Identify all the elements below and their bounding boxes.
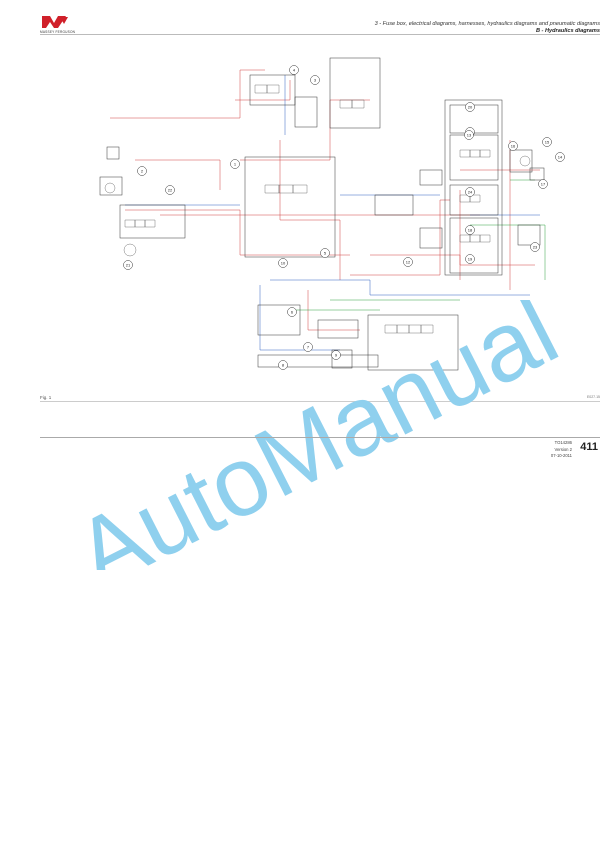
valve-22-box (119, 204, 186, 239)
hydraulic-diagram: 123456789101112131415161718192021222324 (99, 57, 565, 371)
callout-label-17: 17 (541, 182, 546, 187)
callout-label-7: 7 (307, 345, 310, 350)
callout-circle-20 (465, 102, 475, 112)
rear-valve-stack (444, 99, 503, 276)
callout-label-10: 10 (281, 261, 286, 266)
callout-label-3: 3 (314, 78, 317, 83)
callout-label-21: 21 (126, 263, 131, 268)
filter-box (106, 146, 120, 160)
callout-label-6: 6 (291, 310, 294, 315)
valve-block-small (294, 96, 318, 128)
callout-label-19: 19 (468, 257, 473, 262)
valve-lower-right (367, 314, 459, 371)
callout-label-9: 9 (335, 353, 338, 358)
figure-divider (40, 401, 600, 402)
page-number: 411 (580, 441, 598, 453)
header-divider (40, 34, 600, 35)
return-lines (125, 75, 540, 351)
main-valve-block (244, 156, 336, 258)
document-version: Version 2 (554, 447, 572, 452)
tank-8-box (257, 354, 379, 368)
callout-label-20: 20 (468, 105, 473, 110)
figure-label: Fig. 1 (40, 395, 52, 400)
callout-circle-10 (278, 258, 288, 268)
callout-label-1: 1 (234, 162, 237, 167)
callout-label-24: 24 (468, 190, 473, 195)
pilot-lines (290, 179, 546, 311)
document-code: TO14286 (554, 440, 572, 445)
brand-text: MASSEY FERGUSON (40, 30, 76, 34)
callout-label-2: 2 (141, 169, 144, 174)
section-title: 3 - Fuse box, electrical diagrams, harne… (374, 21, 600, 27)
callout-label-16: 16 (511, 144, 516, 149)
footer-divider (40, 437, 600, 438)
callout-label-15: 15 (545, 140, 550, 145)
figure-code: E027.15 (586, 395, 600, 399)
callout-circle-15 (542, 137, 552, 147)
callout-label-18: 18 (468, 228, 473, 233)
callout-label-5: 5 (324, 251, 327, 256)
valve-3-box (329, 57, 381, 129)
valve-5-box (331, 349, 353, 369)
callout-label-8: 8 (282, 363, 285, 368)
callout-circle-6 (287, 307, 297, 317)
valve-6-box (257, 304, 301, 336)
callout-label-4: 4 (293, 68, 296, 73)
pump-box (99, 176, 123, 196)
callout-circle-4 (289, 65, 299, 75)
callout-circle-21 (123, 260, 133, 270)
callout-label-23: 23 (533, 245, 538, 250)
callout-label-13: 13 (467, 133, 472, 138)
callout-label-12: 12 (406, 260, 411, 265)
callout-circle-12 (403, 257, 413, 267)
callout-circle-17 (538, 179, 548, 189)
subsection-title: B - Hydraulics diagrams (535, 28, 600, 34)
callout-circle-1 (230, 159, 240, 169)
callout-circle-24 (465, 187, 475, 197)
callout-circle-2 (137, 166, 147, 176)
callout-circle-7 (303, 342, 313, 352)
callout-circle-19 (465, 254, 475, 264)
callout-circle-9 (331, 350, 341, 360)
callout-circle-16 (508, 141, 518, 151)
massey-ferguson-logo (42, 16, 68, 28)
callout-circle-13 (464, 130, 474, 140)
valve-center (374, 194, 414, 216)
callout-circle-23 (530, 242, 540, 252)
pressure-lines (110, 69, 540, 331)
valve-7-box (317, 319, 359, 339)
valve-4-box (249, 74, 296, 106)
callout-label-14: 14 (558, 155, 563, 160)
callout-circle-3 (310, 75, 320, 85)
callout-circle-14 (555, 152, 565, 162)
callout-circle-22 (165, 185, 175, 195)
document-date: 07-10-2011 (550, 453, 572, 458)
callout-circle-8 (278, 360, 288, 370)
callout-label-22: 22 (168, 188, 173, 193)
callout-circle-5 (320, 248, 330, 258)
callout-circle-18 (465, 225, 475, 235)
